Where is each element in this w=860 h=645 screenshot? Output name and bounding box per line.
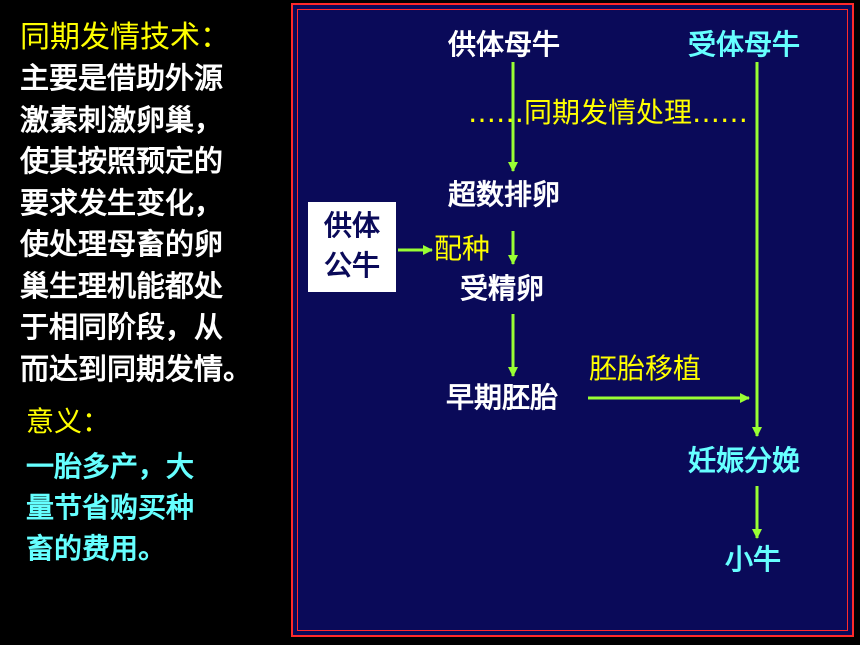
donor-bull-label: 供体 公牛 (323, 209, 380, 282)
mating-label: 配种 (434, 232, 491, 265)
recipient-cow-label: 受体母牛 (688, 28, 801, 61)
superovulation-label: 超数排卵 (448, 178, 561, 211)
definition-title: 同期发情技术： (20, 20, 230, 55)
significance-title: 意义： (26, 405, 111, 438)
calf-label: 小牛 (725, 543, 782, 576)
sync-treatment-label: ……同期发情处理…… (468, 96, 749, 129)
definition-body: 主要是借助外源 激素刺激卵巢， 使其按照预定的 要求发生变化， 使处理母畜的卵 … (20, 61, 253, 386)
donor-bull-box: 供体 公牛 (308, 202, 396, 292)
significance-body: 一胎多产，大 量节省购买种 畜的费用。 (26, 450, 195, 565)
pregnancy-birth-label: 妊娠分娩 (688, 444, 801, 477)
early-embryo-label: 早期胚胎 (446, 381, 559, 414)
embryo-transfer-label: 胚胎移植 (589, 352, 702, 385)
left-panel: 同期发情技术： 主要是借助外源 激素刺激卵巢， 使其按照预定的 要求发生变化， … (20, 18, 282, 569)
diagram-frame-inner-border (297, 9, 848, 631)
fertilized-egg-label: 受精卵 (460, 272, 545, 305)
donor-cow-label: 供体母牛 (448, 28, 561, 61)
